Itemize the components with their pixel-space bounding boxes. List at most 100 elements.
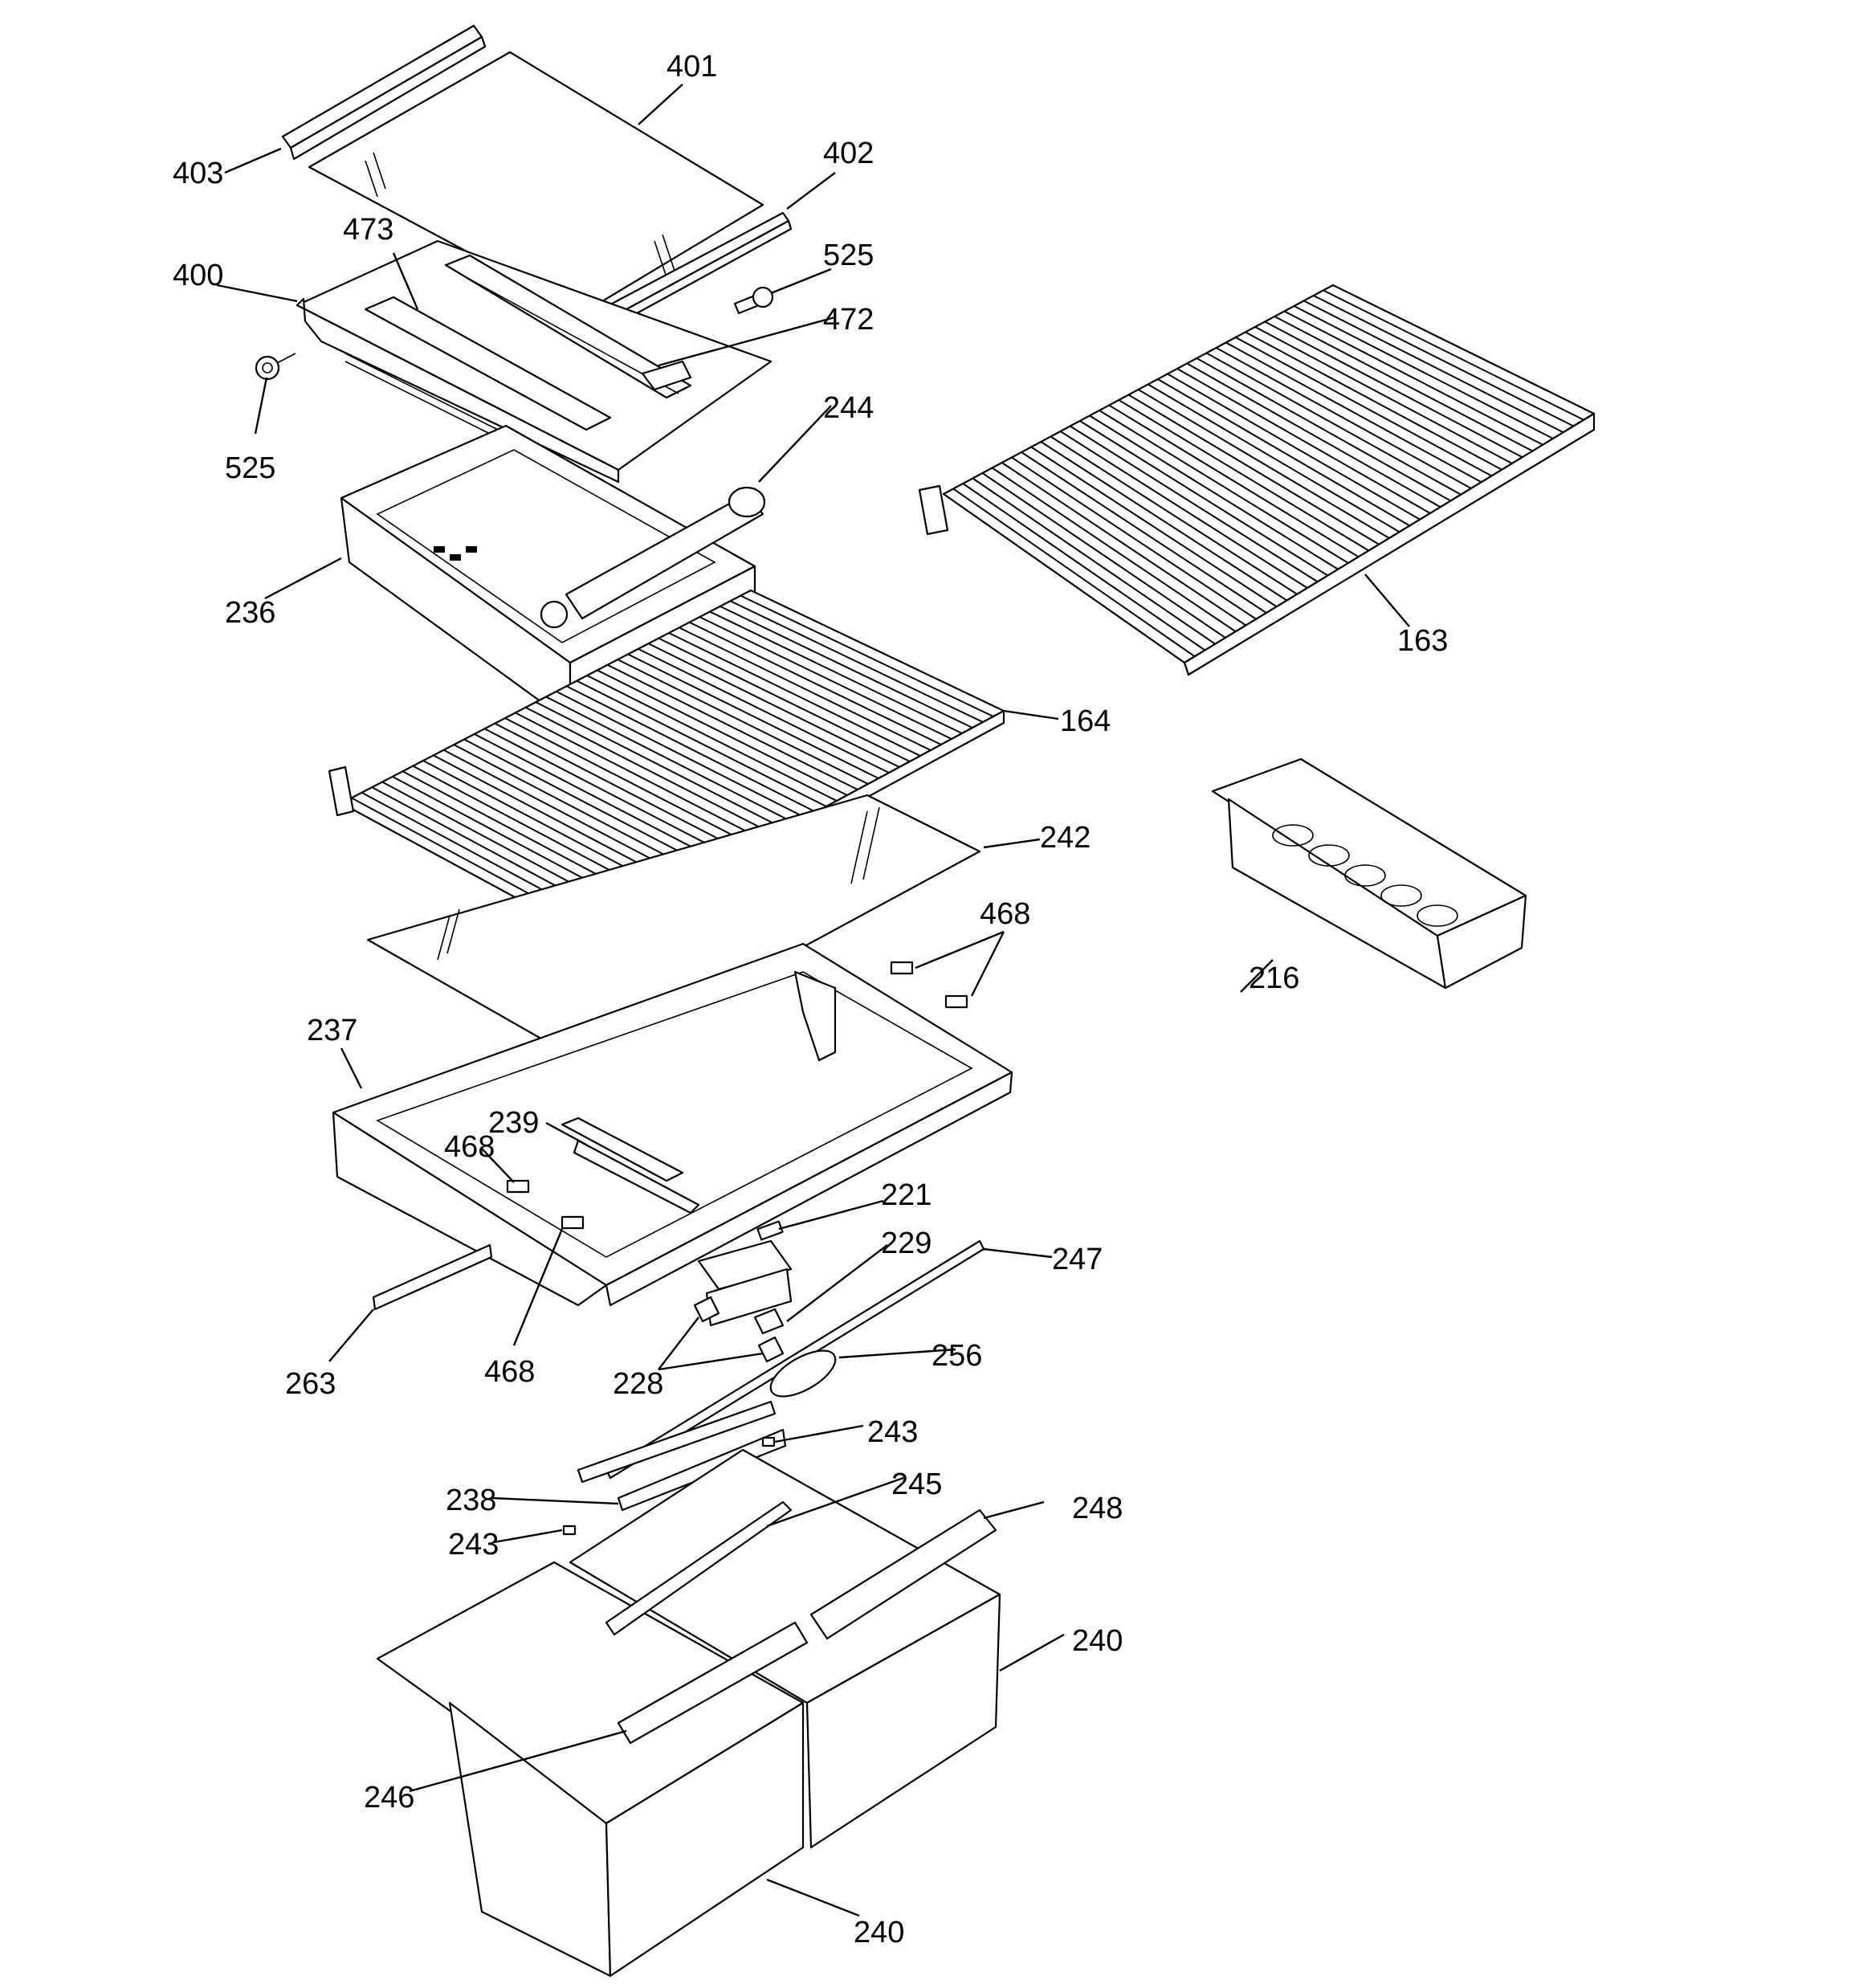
wire-rod (1001, 462, 1247, 627)
callout-402: 402 (823, 137, 874, 170)
shelf-frame (296, 239, 773, 484)
wire-rod (1283, 310, 1543, 446)
wire-rod (566, 685, 817, 813)
leader-lines (216, 84, 1410, 1917)
wire-rod (627, 653, 879, 779)
callout-240-upper: 240 (1072, 1624, 1123, 1658)
crisper-drawer-front (376, 1561, 805, 1978)
wire-rod (952, 488, 1196, 658)
wire-rod (1070, 425, 1319, 583)
wire-rod (1167, 373, 1421, 520)
wire-rod (1205, 352, 1461, 496)
wire-rod (668, 632, 921, 757)
callout-403: 403 (173, 157, 223, 190)
callout-247: 247 (1052, 1243, 1103, 1276)
callout-525-right: 525 (823, 239, 874, 272)
callout-246: 246 (364, 1781, 414, 1815)
wire-rod (1294, 305, 1554, 439)
wire-rod (453, 744, 702, 875)
wire-rod (730, 600, 984, 723)
wire-rod (1089, 414, 1339, 570)
wire-rod (1137, 389, 1390, 539)
wire-rod (1148, 383, 1400, 533)
wire-rod (556, 690, 806, 818)
callout-525-left: 525 (225, 451, 275, 485)
wire-rod (981, 472, 1226, 639)
callout-labels: 403 401 402 473 400 525 472 525 244 236 … (173, 50, 1448, 1949)
wire-rod (1264, 320, 1523, 459)
wire-rod (1099, 410, 1349, 564)
callout-245: 245 (891, 1468, 942, 1501)
wire-rod (535, 701, 785, 830)
wire-rod (515, 712, 764, 841)
callout-468-lower: 468 (484, 1355, 535, 1389)
callout-216: 216 (1249, 961, 1299, 995)
wire-rod (586, 675, 838, 802)
wire-rod (1216, 347, 1472, 489)
wire-rod (1108, 404, 1360, 558)
wire-rod (1079, 420, 1329, 577)
wire-rod (658, 637, 911, 762)
wire-shelf-right (918, 284, 1596, 676)
crisper-drawer-back (569, 1448, 1001, 1849)
callout-401: 401 (667, 50, 717, 84)
wire-rod (494, 722, 744, 852)
wire-rod (648, 643, 900, 768)
wire-rod (1303, 300, 1564, 434)
wire-rod (545, 696, 796, 824)
rail-263 (372, 1243, 493, 1311)
wire-rod (1127, 394, 1380, 545)
callout-221: 221 (881, 1178, 932, 1212)
wire-rod (1021, 451, 1267, 614)
wire-rod (992, 467, 1237, 633)
wire-rod (525, 706, 775, 835)
wire-rod (638, 647, 890, 774)
handle-246 (617, 1621, 809, 1745)
glass-shelf-top (281, 24, 793, 337)
wire-rod (962, 483, 1206, 651)
clip-229 (753, 1308, 785, 1335)
wire-rod (1313, 295, 1574, 427)
wire-rod (720, 605, 973, 729)
callout-472: 472 (823, 303, 874, 337)
clip-228 (693, 1296, 785, 1363)
humidity-control-256 (769, 1349, 837, 1398)
wire-rod (1196, 357, 1451, 502)
wire-rod (463, 738, 712, 869)
callout-242: 242 (1040, 821, 1090, 855)
wire-rod (1157, 378, 1411, 527)
wire-rod (1235, 337, 1492, 477)
callout-243-lower: 243 (448, 1528, 499, 1561)
wire-rod (1030, 446, 1278, 608)
glides-243 (562, 1436, 776, 1536)
wire-rod (1323, 289, 1584, 421)
callout-473: 473 (343, 213, 393, 247)
slide-239 (561, 1116, 700, 1214)
callout-400: 400 (173, 259, 223, 292)
wire-rod (1254, 326, 1513, 464)
wire-rod (1118, 399, 1370, 552)
wire-rod (1274, 316, 1533, 452)
tabs-468 (506, 961, 968, 1230)
callout-240-lower: 240 (854, 1916, 904, 1949)
wire-rod (1059, 431, 1308, 589)
callout-236: 236 (225, 596, 275, 630)
callout-468-middle: 468 (444, 1130, 495, 1164)
egg-bin (1211, 757, 1527, 990)
wire-shelf-right-rods (952, 289, 1584, 658)
wire-rod (689, 621, 942, 745)
wire-rod (1245, 331, 1502, 471)
callout-256: 256 (932, 1339, 982, 1373)
wire-rod (1186, 362, 1441, 508)
callout-238: 238 (446, 1484, 496, 1517)
callout-468-upper: 468 (980, 897, 1030, 931)
wire-rod (1225, 341, 1482, 484)
callout-243-upper: 243 (867, 1415, 918, 1449)
wire-rod (972, 477, 1216, 645)
callout-228: 228 (613, 1367, 663, 1401)
wire-rod (504, 717, 754, 847)
glass-panel (366, 794, 981, 1066)
wire-rod (740, 594, 994, 717)
callout-229: 229 (881, 1227, 932, 1260)
wire-rod (617, 659, 869, 785)
